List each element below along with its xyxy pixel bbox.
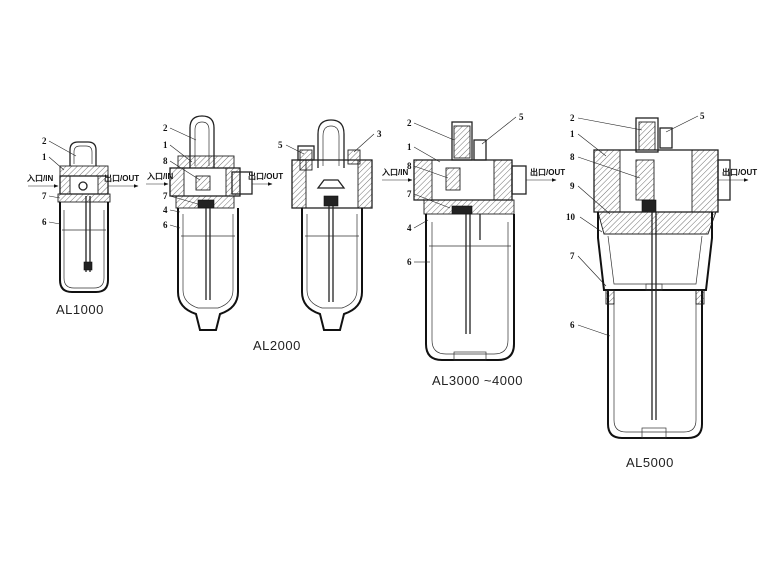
part-number-7: 7	[163, 191, 168, 201]
part-number-1: 1	[163, 140, 168, 150]
outlet-label: 出口/OUT	[248, 171, 283, 181]
part-number-8: 8	[163, 156, 168, 166]
part-number-2: 2	[570, 113, 575, 123]
model-label-al2000: AL2000	[253, 338, 301, 353]
al3000-4000-lubricator: 入口/IN 出口/OUT 2 1 8 7 4 6 5 AL3000 ~4000	[381, 112, 565, 388]
part-number-4: 4	[163, 205, 168, 215]
part-number-7: 7	[42, 191, 47, 201]
model-label-al5000: AL5000	[626, 455, 674, 470]
part-number-4: 4	[407, 223, 412, 233]
part-number-5: 5	[700, 111, 705, 121]
al1000-lubricator: 入口/IN 出口/OUT 2 1 7 6 AL1000	[26, 136, 139, 317]
part-number-9: 9	[570, 181, 575, 191]
al2000-lubricator-front: 入口/IN 出口/OUT 2 1 8 7 4 6	[146, 115, 283, 331]
part-number-1: 1	[42, 152, 47, 162]
inlet-label: 入口/IN	[381, 168, 408, 177]
model-label-al1000: AL1000	[56, 302, 104, 317]
part-number-6: 6	[407, 257, 412, 267]
part-number-7: 7	[570, 251, 575, 261]
part-number-6: 6	[570, 320, 575, 330]
part-number-8: 8	[570, 152, 575, 162]
model-label-al3000-4000: AL3000 ~4000	[432, 373, 523, 388]
part-number-6: 6	[163, 220, 168, 230]
al5000-lubricator: 出口/OUT 2 1 8 9 10 7 6 5 AL5000	[566, 111, 757, 470]
part-number-10: 10	[566, 212, 576, 222]
part-number-5: 5	[519, 112, 524, 122]
part-number-8: 8	[407, 161, 412, 171]
outlet-label: 出口/OUT	[530, 167, 565, 177]
part-number-2: 2	[42, 136, 47, 146]
al2000-lubricator-side: 5 3 AL2000	[253, 119, 382, 353]
inlet-label: 入口/IN	[146, 172, 173, 181]
part-number-6: 6	[42, 217, 47, 227]
part-number-2: 2	[407, 118, 412, 128]
part-number-1: 1	[407, 142, 412, 152]
outlet-label: 出口/OUT	[722, 167, 757, 177]
part-number-5: 5	[278, 140, 283, 150]
outlet-label: 出口/OUT	[104, 173, 139, 183]
part-number-2: 2	[163, 123, 168, 133]
part-number-3: 3	[377, 129, 382, 139]
part-number-1: 1	[570, 129, 575, 139]
part-number-7: 7	[407, 189, 412, 199]
inlet-label: 入口/IN	[26, 174, 53, 183]
